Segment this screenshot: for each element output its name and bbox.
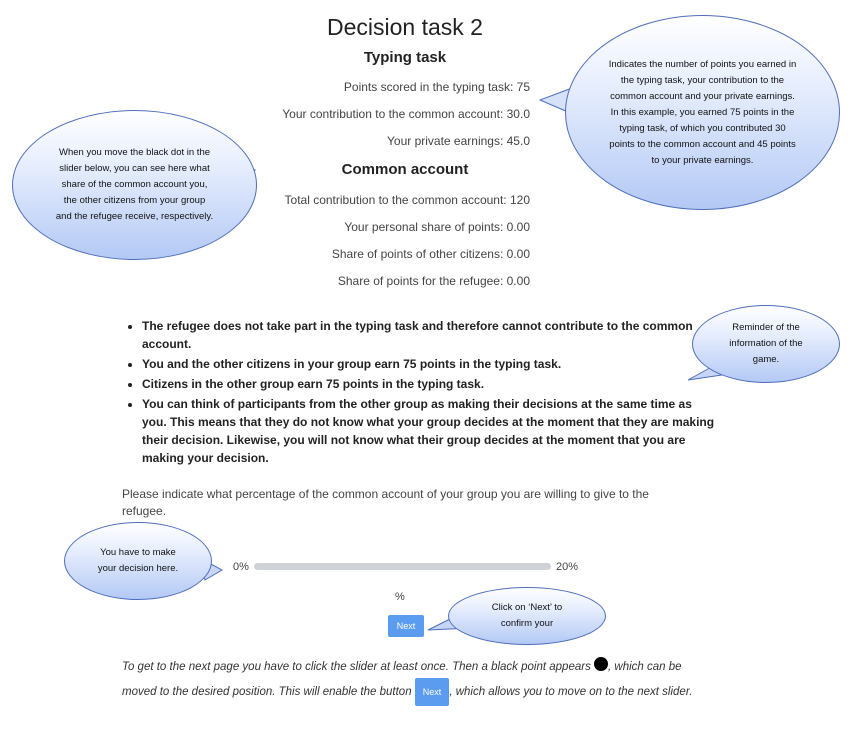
points-info-text: Indicates the number of points you earne… — [608, 58, 797, 166]
slider-info-callout: When you move the black dot in the slide… — [12, 110, 257, 260]
fact-item: You and the other citizens in your group… — [142, 355, 717, 373]
slider-min-label: 0% — [233, 561, 249, 573]
other-citizens-share-text: Share of points of other citizens: 0.00 — [331, 247, 530, 261]
black-dot-icon — [594, 657, 609, 671]
inline-next-button-image: Next — [414, 678, 450, 706]
total-contribution-text: Total contribution to the common account… — [284, 193, 530, 207]
instructions-footnote: To get to the next page you have to clic… — [122, 656, 712, 706]
personal-share-text: Your personal share of points: 0.00 — [344, 220, 530, 234]
reminder-callout: Reminder of the information of the game. — [692, 305, 840, 383]
footnote-part3: , which allows you to move on to the nex… — [449, 686, 693, 699]
fact-item: The refugee does not take part in the ty… — [142, 317, 717, 353]
slider-max-label: 20% — [556, 561, 579, 573]
contribution-text: Your contribution to the common account:… — [282, 107, 530, 121]
slider-value-unit: % — [395, 591, 405, 603]
decide-here-text: You have to make your decision here. — [97, 547, 179, 574]
points-scored-text: Points scored in the typing task: 75 — [343, 80, 530, 94]
common-account-heading: Common account — [341, 161, 469, 178]
footnote-part2: , which can be moved to the desired posi… — [122, 661, 682, 699]
fact-item: You can think of participants from the o… — [142, 395, 717, 467]
reminder-text: Reminder of the information of the game. — [729, 322, 803, 365]
click-next-callout: Click on ‘Next’ to confirm your — [448, 587, 606, 645]
page-title: Decision task 2 — [327, 14, 483, 40]
slider-question: Please indicate what percentage of the c… — [122, 487, 649, 518]
private-earnings-text: Your private earnings: 45.0 — [387, 134, 530, 148]
fact-item: Citizens in the other group earn 75 poin… — [142, 375, 717, 393]
game-facts-list: The refugee does not take part in the ty… — [122, 317, 717, 469]
percentage-slider[interactable] — [254, 563, 551, 570]
decide-here-callout: You have to make your decision here. — [64, 522, 212, 600]
points-info-callout: Indicates the number of points you earne… — [565, 15, 840, 210]
next-button[interactable]: Next — [388, 615, 424, 637]
refugee-share-text: Share of points for the refugee: 0.00 — [337, 274, 530, 288]
slider-info-text: When you move the black dot in the slide… — [55, 147, 214, 222]
typing-task-heading: Typing task — [363, 49, 447, 66]
footnote-part1: To get to the next page you have to clic… — [122, 661, 595, 673]
click-next-text: Click on ‘Next’ to confirm your — [491, 602, 563, 629]
